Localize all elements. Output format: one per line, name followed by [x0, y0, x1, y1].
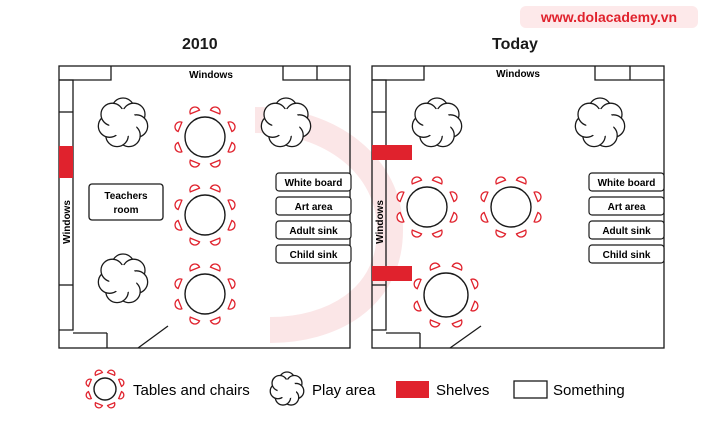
shelf-today-2	[372, 266, 412, 281]
teachers-room	[88, 183, 164, 221]
table-chairs-2010	[174, 106, 236, 168]
label-box: White board	[588, 172, 665, 192]
plan-2010	[58, 65, 351, 349]
legend-tables-icon	[85, 369, 125, 409]
table-chairs-today	[413, 262, 479, 328]
label-box-text: Child sink	[290, 250, 338, 261]
play-area-today	[574, 97, 626, 148]
windows-label-side-2010: Windows	[62, 200, 73, 244]
play-area-2010	[260, 97, 312, 148]
table-chairs-2010	[174, 263, 236, 325]
legend-something-swatch	[513, 380, 548, 399]
plan-today-title: Today	[492, 36, 538, 53]
legend-something-label: Something	[553, 382, 625, 399]
windows-label-top-today: Windows	[496, 69, 540, 80]
shelf-today-1	[372, 145, 412, 160]
label-box: Art area	[588, 196, 665, 216]
plan-2010-title: 2010	[182, 36, 218, 53]
items-today	[396, 97, 626, 328]
window-frame-top-left	[59, 66, 112, 81]
legend-play-icon	[269, 371, 305, 406]
legend-play-label: Play area	[312, 382, 376, 399]
table-chairs-today	[480, 176, 542, 238]
brand-watermark: www.dolacademy.vn	[520, 6, 698, 28]
legend-shelves-label: Shelves	[436, 382, 489, 399]
label-box-text: White board	[285, 178, 343, 189]
label-box-text: Child sink	[603, 250, 651, 261]
teachers-room-label-1: Teachers	[104, 191, 148, 202]
label-box-text: Adult sink	[289, 226, 338, 237]
label-box-text: Art area	[295, 202, 333, 213]
items-2010	[97, 97, 312, 325]
label-box-text: White board	[598, 178, 656, 189]
label-box: Adult sink	[588, 220, 665, 240]
windows-label-top-2010: Windows	[189, 70, 233, 81]
play-area-2010	[97, 253, 149, 304]
teachers-room-label-2: room	[114, 205, 139, 216]
table-chairs-2010	[174, 184, 236, 246]
legend-tables-label: Tables and chairs	[133, 382, 250, 399]
legend-shelves-swatch	[396, 381, 429, 398]
label-box: Child sink	[588, 244, 665, 264]
table-chairs-today	[396, 176, 458, 238]
play-area-today	[411, 97, 463, 148]
windows-label-side-today: Windows	[375, 200, 386, 244]
label-box: Art area	[275, 196, 352, 216]
label-box-text: Art area	[608, 202, 646, 213]
label-box-text: Adult sink	[602, 226, 651, 237]
label-box: Adult sink	[275, 220, 352, 240]
shelf-2010	[59, 146, 73, 178]
label-box: Child sink	[275, 244, 352, 264]
legend	[85, 369, 305, 409]
play-area-2010	[97, 97, 149, 148]
label-box: White board	[275, 172, 352, 192]
